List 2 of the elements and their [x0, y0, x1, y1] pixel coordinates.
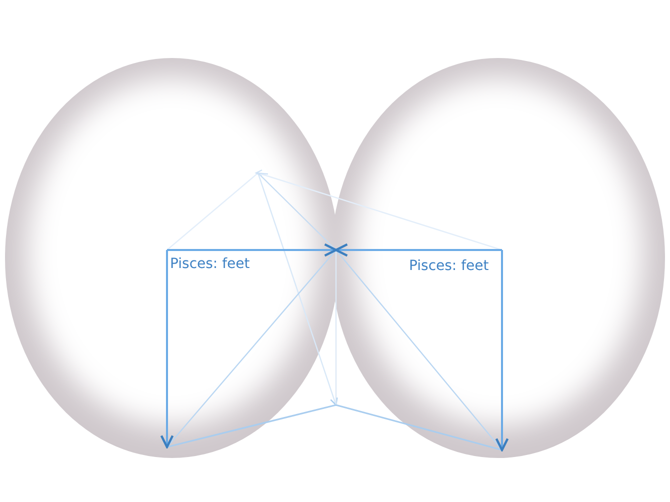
constellation-label: Pisces: feet — [170, 256, 250, 272]
constellation-label: Pisces: feet — [409, 258, 489, 274]
